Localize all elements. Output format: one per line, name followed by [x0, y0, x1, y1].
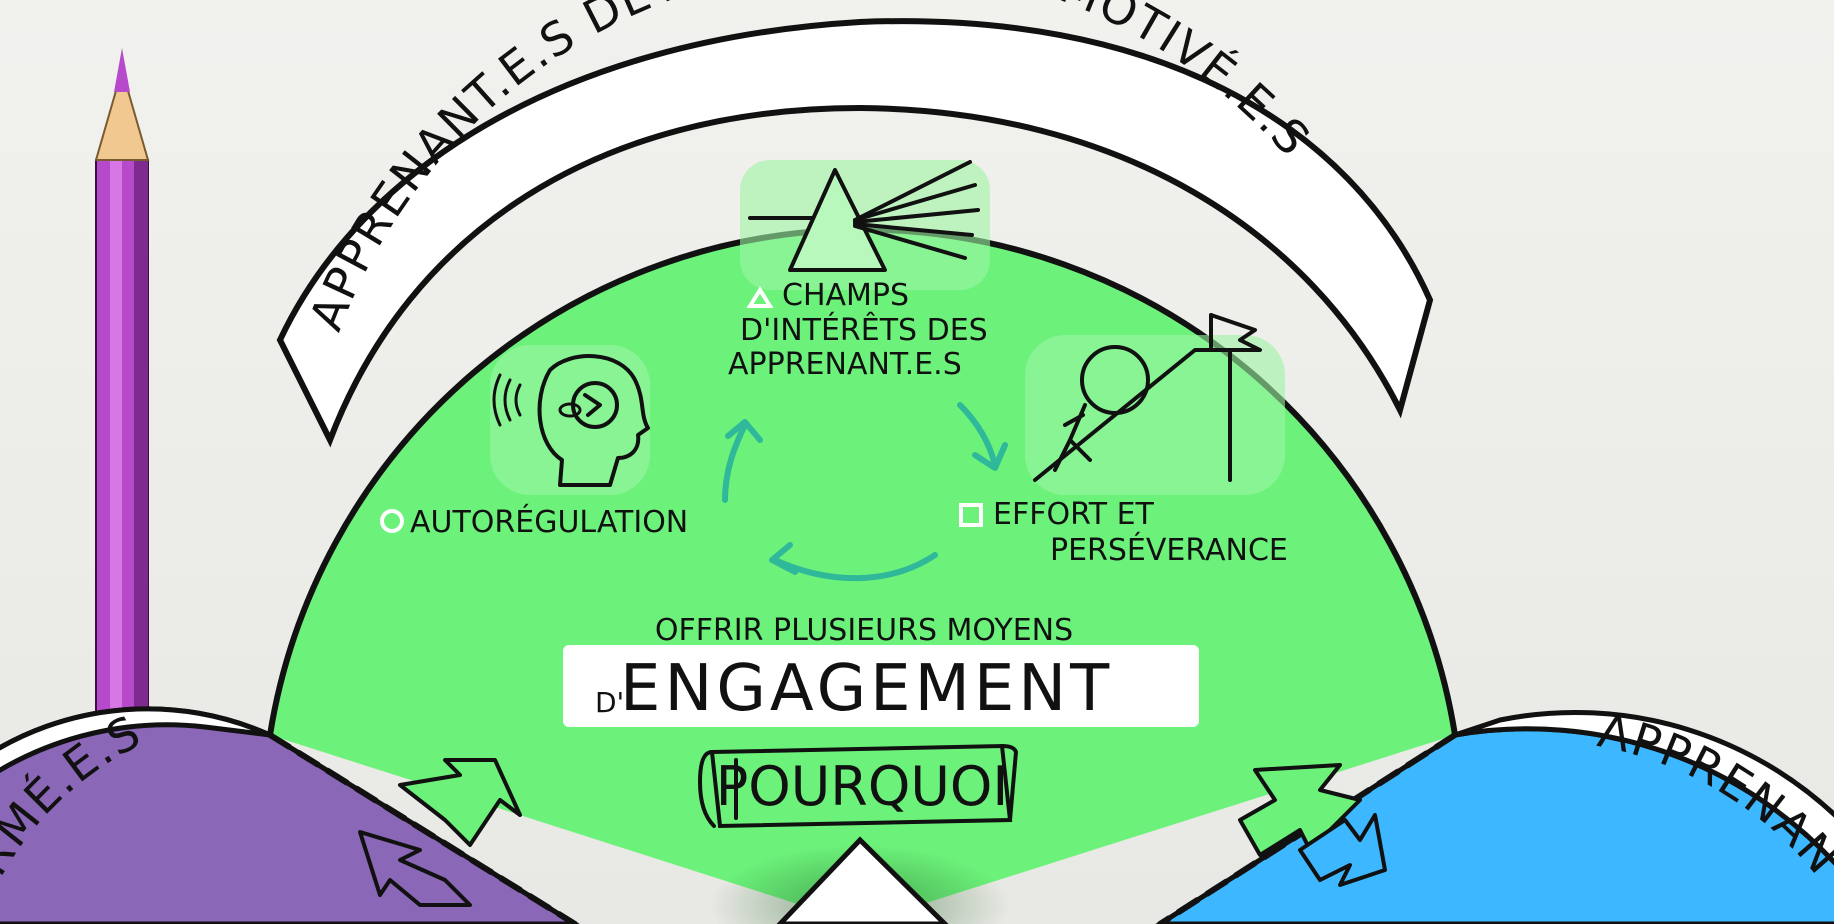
- interests-label-line1: CHAMPS: [782, 278, 909, 313]
- self-regulation-item: AUTORÉGULATION: [380, 504, 688, 540]
- left-segment: RMÉ.E.S: [0, 704, 580, 924]
- engagement-intro: OFFRIR PLUSIEURS MOYENS: [655, 613, 1073, 648]
- interests-label-line2: D'INTÉRÊTS DES: [740, 312, 988, 348]
- why-scroll-text: POURQUOI: [716, 755, 1009, 818]
- engagement-title: ENGAGEMENT: [620, 652, 1113, 726]
- exchange-arrows-icon: [358, 758, 522, 907]
- boulder-uphill-flag-icon: [1025, 313, 1285, 495]
- effort-item: EFFORT ET PERSÉVERANCE: [959, 497, 1288, 568]
- interests-label-line3: APPRENANT.E.S: [728, 347, 962, 382]
- exchange-arrows-icon-right: [1238, 763, 1387, 887]
- prism-icon: [740, 160, 990, 290]
- self-regulation-label: AUTORÉGULATION: [410, 504, 688, 540]
- triangle-marker-icon: [746, 286, 774, 308]
- engagement-block: OFFRIR PLUSIEURS MOYENS D' ENGAGEMENT: [563, 613, 1199, 727]
- engagement-prefix: D': [595, 686, 624, 719]
- why-scroll: POURQUOI: [698, 743, 1018, 829]
- interests-item: CHAMPS D'INTÉRÊTS DES APPRENANT.E.S: [728, 278, 988, 382]
- circle-marker-icon: [380, 509, 404, 533]
- square-marker-icon: [959, 503, 983, 527]
- effort-label-line1: EFFORT ET: [993, 497, 1155, 532]
- effort-label-line2: PERSÉVERANCE: [1050, 532, 1288, 568]
- pencil-icon: [94, 48, 150, 731]
- cycle-arrows-icon: [722, 402, 1008, 582]
- head-listening-icon: [490, 345, 650, 495]
